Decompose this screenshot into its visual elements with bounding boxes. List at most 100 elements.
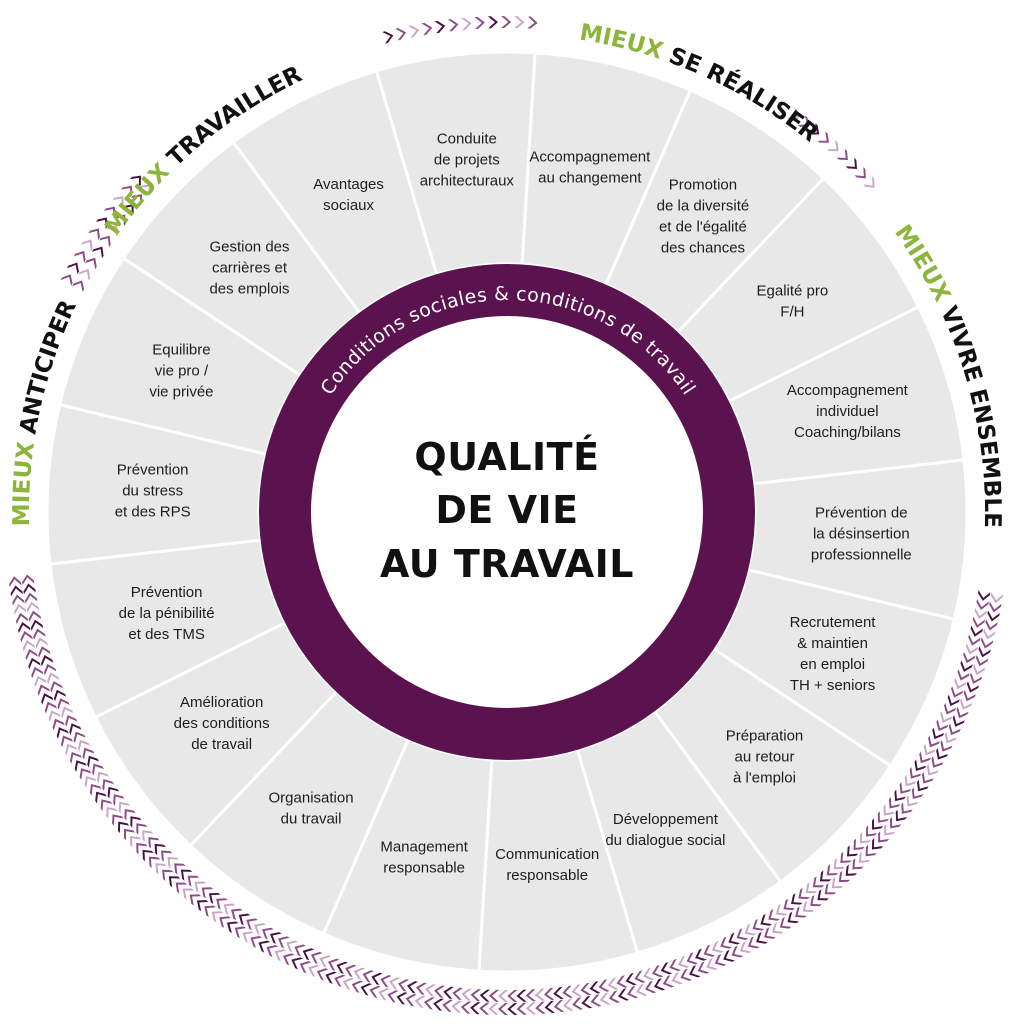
segment-label-line: Prévention [131,584,203,601]
segment-label-line: Egalité pro [757,282,829,299]
chevron-mark [246,918,259,931]
segment-label-line: individuel [816,403,879,420]
chevron-mark [720,936,732,949]
chevron-mark [129,175,142,188]
chevron-mark [723,949,735,962]
chevron-mark [645,980,657,994]
chevron-mark [498,990,509,1003]
chevron-mark [840,851,852,863]
chevron-mark [43,663,57,676]
chevron-mark [489,989,500,1002]
chevron-mark [57,698,70,710]
chevron-mark [534,988,546,1001]
chevron-mark [831,877,844,889]
segment-label-line: au changement [538,169,642,186]
chevron-mark [77,739,90,752]
chevron-mark [360,983,372,996]
chevron-mark [61,706,74,719]
chevron-mark [238,913,251,926]
chevron-mark [859,851,871,863]
chevron-mark [23,583,36,595]
chevron-mark [168,876,181,888]
chevron-mark [154,843,166,856]
chevron-mark [865,825,878,837]
chevron-mark [35,637,49,649]
chevron-mark [976,599,989,611]
chevron-mark [970,672,983,684]
chevron-mark [223,903,236,916]
segment-label-line: de la diversité [657,197,750,214]
chevron-mark [380,975,392,988]
chevron-mark [231,908,243,921]
chevron-mark [845,864,858,876]
chevron-mark [258,940,271,953]
chevron-mark [940,711,953,723]
chevron-mark [425,984,436,997]
chevron-mark [686,952,699,965]
chevron-mark [408,25,420,38]
chevron-mark [194,881,207,893]
chevron-mark [974,607,988,619]
chevron-mark [963,651,976,664]
chevron-mark [22,640,36,652]
chevron-mark [783,898,796,911]
segment-label-line: Prévention [117,461,189,478]
center-title-line-2: DE VIE [435,488,578,532]
chevron-mark [378,988,390,1001]
chevron-mark [389,977,401,990]
chevron-mark [507,1002,518,1015]
chevron-mark [728,932,741,945]
chevron-mark [41,693,54,705]
chevron-mark [671,971,684,985]
chevron-mark [12,594,25,606]
segment-label-line: Avantages [313,176,384,193]
chevron-mark [124,828,136,841]
chevron-mark [894,789,906,802]
chevron-mark [936,719,949,731]
chevron-mark [968,634,981,646]
chevron-mark [487,16,498,29]
chevron-mark [28,610,42,622]
segment-label-line: responsable [383,860,465,877]
chevron-mark [201,887,214,899]
chevron-mark [697,961,710,974]
chevron-mark [299,961,312,974]
chevron-mark [678,955,690,968]
chevron-mark [208,892,221,905]
chevron-mark [460,1001,472,1014]
chevron-mark [608,990,620,1003]
chevron-mark [316,968,329,981]
center-title-line-1: QUALITÉ [414,435,599,479]
chevron-mark [926,764,939,776]
chevron-mark [211,911,224,923]
chevron-mark [219,916,231,928]
chevron-mark [877,811,890,823]
chevron-mark [33,628,46,640]
chevron-mark [917,779,929,792]
chevron-mark [703,944,716,957]
chevron-mark [589,981,601,994]
chevron-mark [960,660,973,672]
chevron-mark [972,616,986,628]
chevron-mark [535,1001,546,1014]
chevron-mark [434,985,445,998]
chevron-mark [948,723,961,736]
chevron-mark [92,763,104,776]
chevron-mark [652,964,664,978]
chevron-mark [695,948,707,961]
chevron-mark [975,654,989,667]
chevron-mark [9,576,22,587]
chevron-mark [824,883,837,895]
chevron-mark [525,1002,537,1015]
chevron-mark [87,755,100,768]
chevron-mark [294,944,306,957]
segment-label-line: et de l'égalité [659,218,747,235]
chevron-mark [553,986,564,1000]
chevron-mark [952,715,965,727]
chevron-mark [325,971,337,984]
chevron-mark [73,250,86,263]
chevron-mark [415,982,427,996]
